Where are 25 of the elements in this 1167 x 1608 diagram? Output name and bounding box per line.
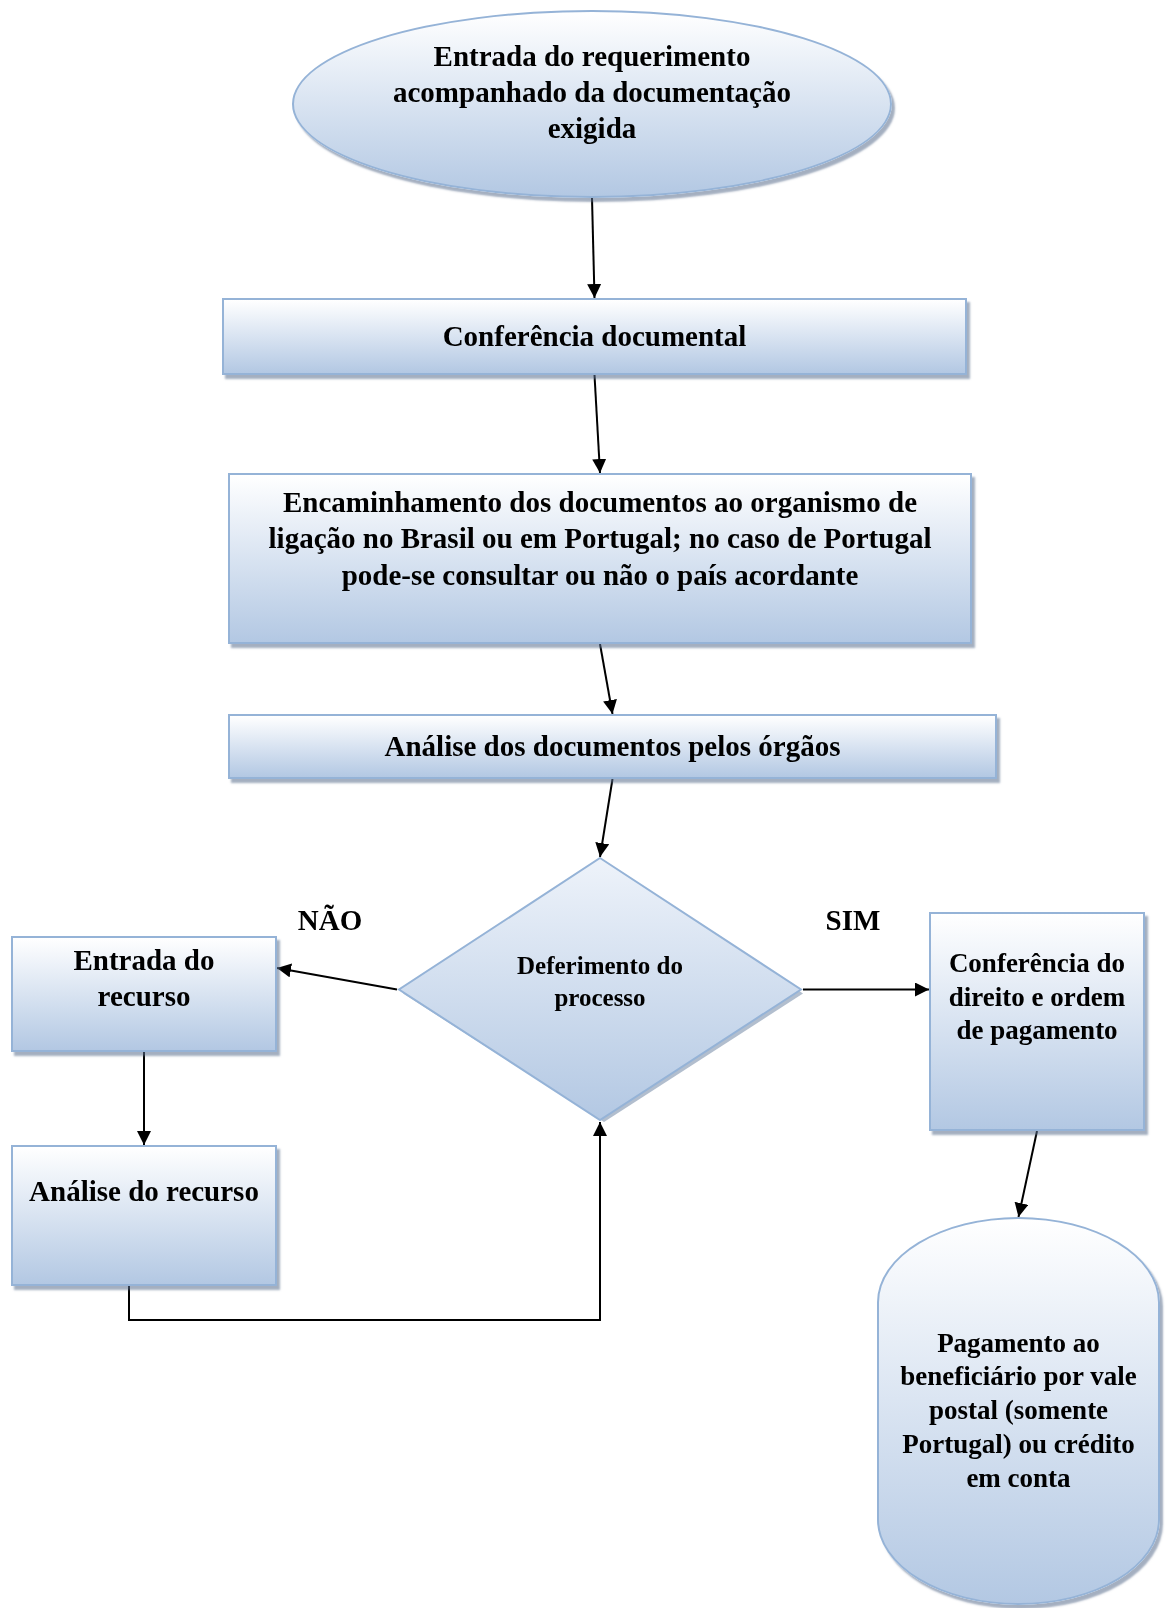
arrow — [137, 1051, 151, 1146]
arrow — [128, 1121, 607, 1321]
node-text: Conferência documental — [442, 319, 747, 355]
arrow — [587, 197, 602, 299]
process-box — [11, 1145, 277, 1286]
arrow — [802, 982, 930, 997]
node-text: Entrada do requerimento acompanhado da documentação exigida — [392, 38, 792, 147]
arrow — [592, 374, 607, 474]
node-text: Análise do recurso — [29, 1174, 259, 1210]
arrow — [276, 963, 398, 991]
process-box — [11, 936, 277, 1052]
process-box — [228, 473, 972, 644]
node-text: Análise dos documentos pelos órgãos — [384, 729, 841, 765]
arrow — [595, 778, 614, 858]
process-box — [929, 912, 1145, 1131]
decision-diamond — [397, 857, 803, 1122]
process-box — [222, 298, 967, 375]
arrow — [1014, 1130, 1038, 1218]
node-text: Encaminhamento dos documentos ao organismo de ligação no Brasil ou em Portugal; no caso de Portugal pode-se consultar ou não o país acordante — [267, 485, 933, 593]
node-text: Entrada do recurso — [72, 942, 216, 1014]
node-text: Conferência do direito e ordem de pagamento — [947, 946, 1127, 1048]
process-box — [228, 714, 997, 779]
node-text: Deferimento do processo — [516, 951, 684, 1013]
arrow — [599, 643, 617, 715]
node-text: Pagamento ao beneficiário por vale postal (somente Portugal) ou crédito em conta — [899, 1326, 1138, 1495]
